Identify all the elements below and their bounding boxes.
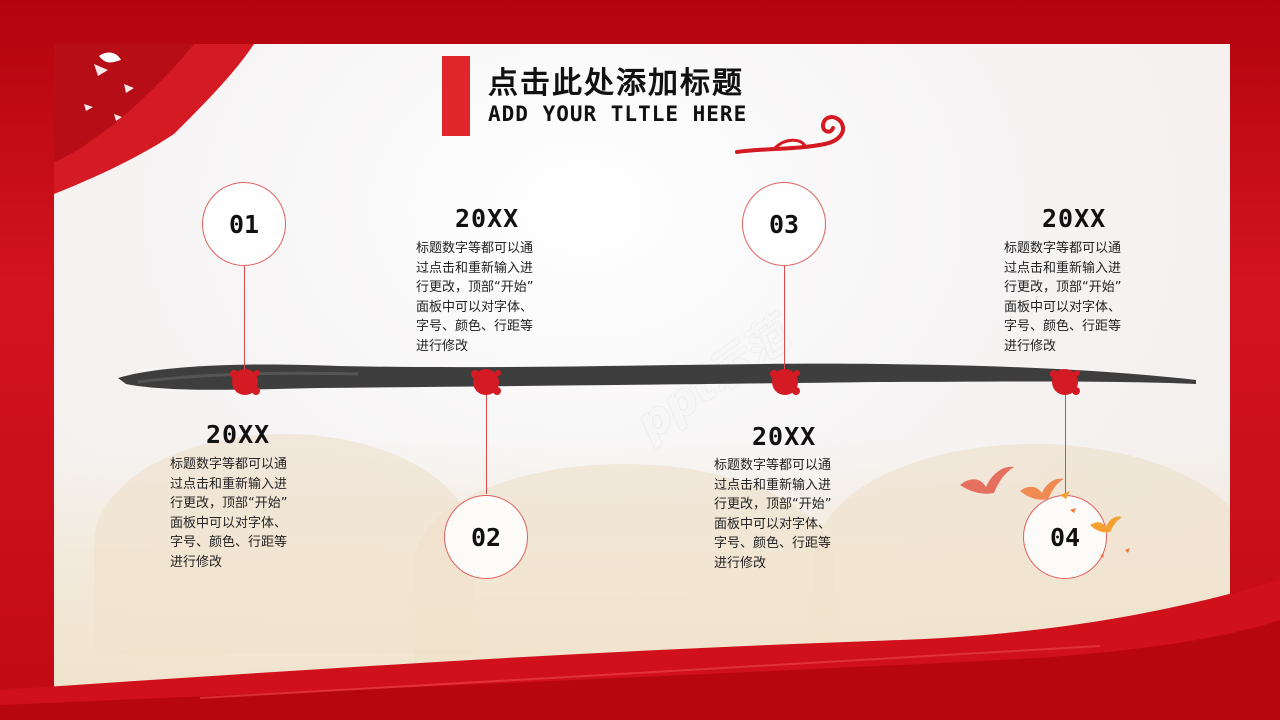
timeline-text-02[interactable]: 标题数字等都可以通 过点击和重新输入进 行更改，顶部“开始” 面板中可以对字体、… xyxy=(416,241,534,354)
page-subtitle[interactable]: ADD YOUR TLTLE HERE xyxy=(488,102,748,126)
timeline-year-01[interactable]: 20XX xyxy=(206,420,271,449)
ink-brush-line xyxy=(118,363,1196,390)
timeline-number-01[interactable]: 01 xyxy=(202,182,286,266)
page-title[interactable]: 点击此处添加标题 xyxy=(488,66,744,101)
ink-splash-marker xyxy=(770,369,800,395)
flag-brush-corner xyxy=(54,44,254,194)
connector-line xyxy=(486,382,487,494)
red-silk-wave xyxy=(0,580,1280,720)
ink-splash-marker xyxy=(230,369,260,395)
timeline-text-04[interactable]: 标题数字等都可以通 过点击和重新输入进 行更改，顶部“开始” 面板中可以对字体、… xyxy=(1004,241,1122,354)
timeline-year-04[interactable]: 20XX xyxy=(1042,204,1107,233)
timeline-text-03[interactable]: 标题数字等都可以通 过点击和重新输入进 行更改，顶部“开始” 面板中可以对字体、… xyxy=(714,458,832,571)
timeline-text-01[interactable]: 标题数字等都可以通 过点击和重新输入进 行更改，顶部“开始” 面板中可以对字体、… xyxy=(170,457,288,570)
timeline-number-02[interactable]: 02 xyxy=(444,495,528,579)
ink-splash-marker xyxy=(471,369,501,395)
ink-splash-marker xyxy=(1050,369,1080,395)
connector-line xyxy=(244,266,245,382)
flying-doves-icon xyxy=(960,466,1130,558)
auspicious-cloud-icon xyxy=(735,115,845,154)
timeline-year-03[interactable]: 20XX xyxy=(752,422,817,451)
connector-line xyxy=(1065,382,1066,502)
timeline-number-03[interactable]: 03 xyxy=(742,182,826,266)
title-accent-bar xyxy=(442,56,470,136)
timeline-year-02[interactable]: 20XX xyxy=(455,204,520,233)
connector-line xyxy=(784,266,785,382)
